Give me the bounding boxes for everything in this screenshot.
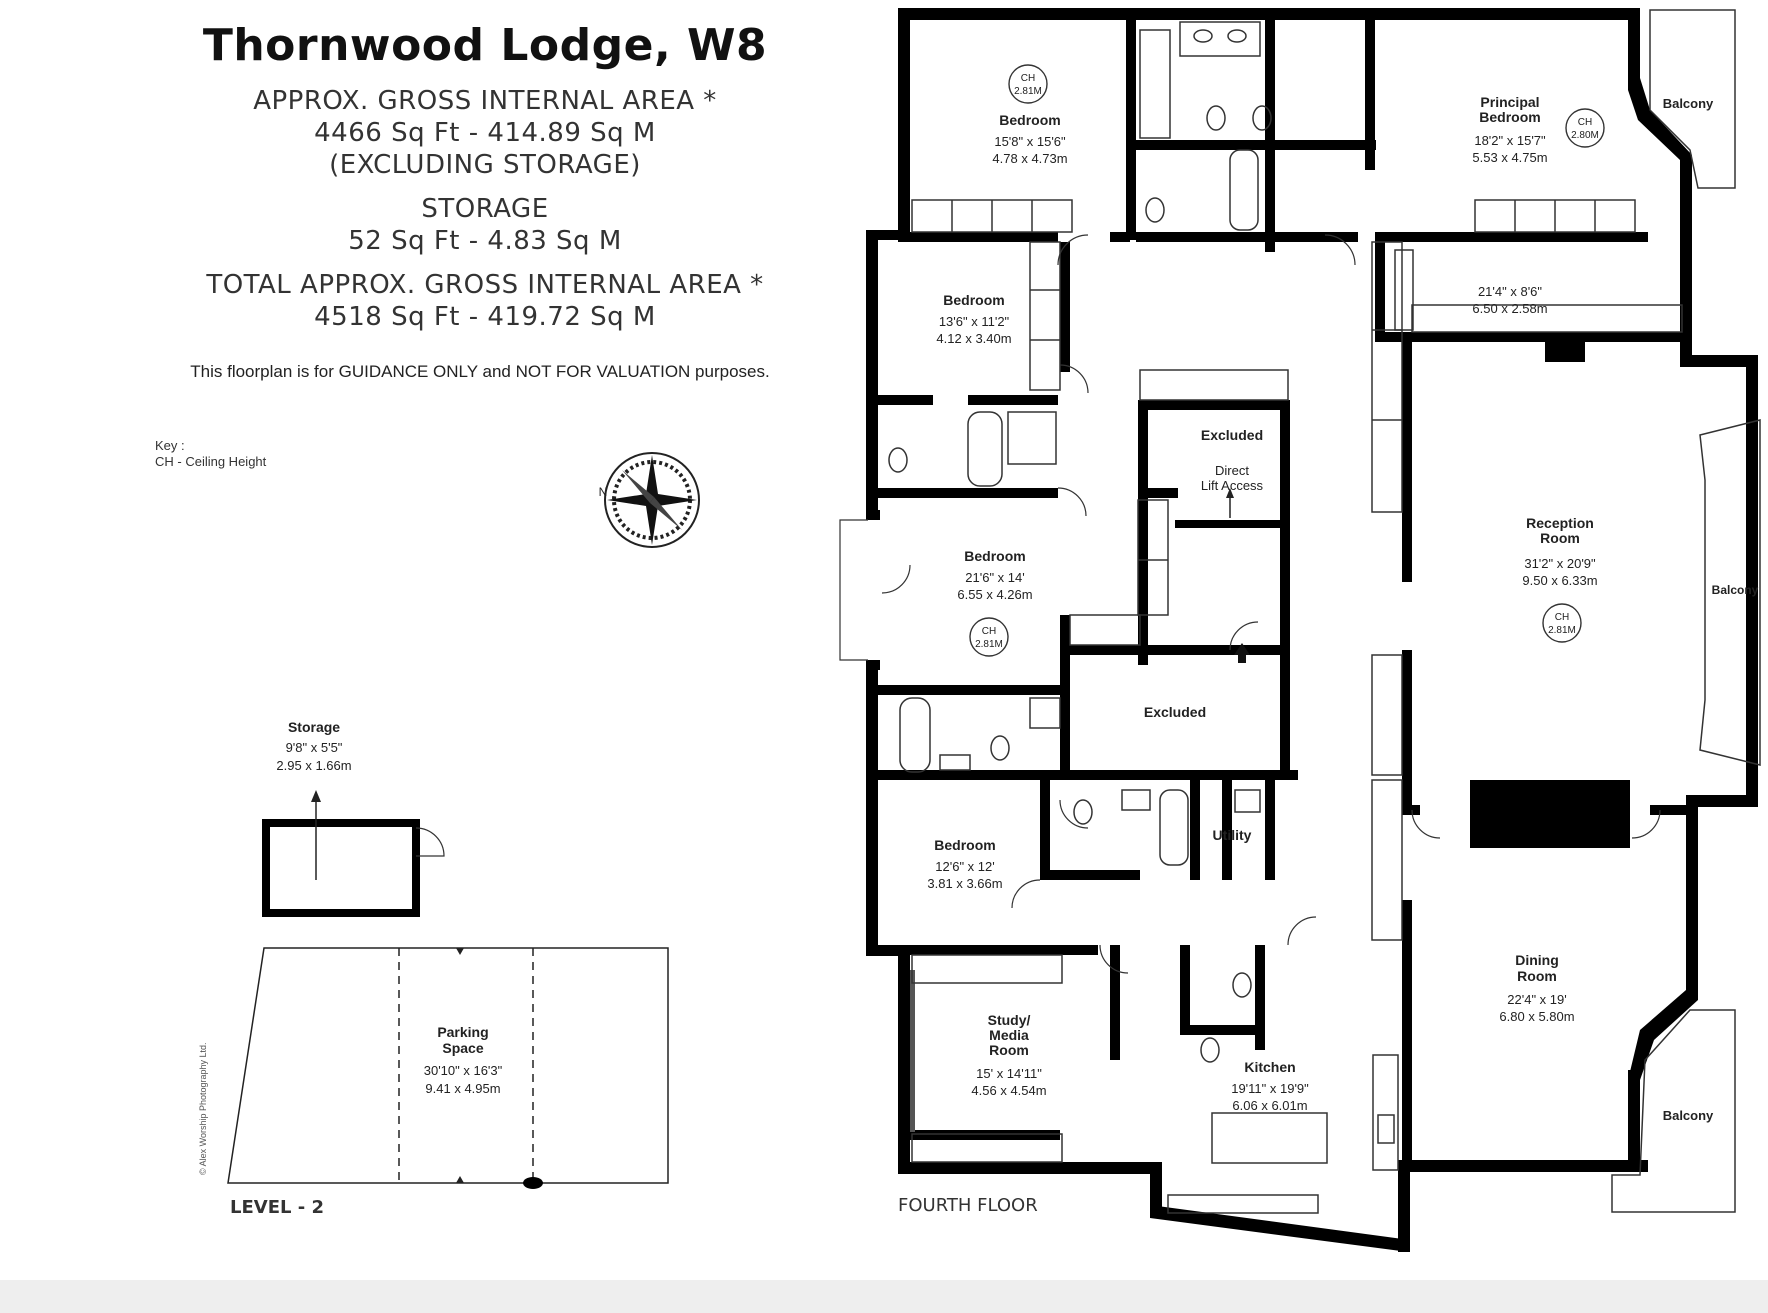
svg-text:CH: CH bbox=[1578, 117, 1592, 128]
room-name-utility: Utility bbox=[1213, 827, 1252, 843]
room-metric-kitchen: 6.06 x 6.01m bbox=[1232, 1098, 1307, 1113]
room-name-storage: Storage bbox=[288, 719, 340, 735]
room-imperial-parking: 30'10" x 16'3" bbox=[424, 1063, 503, 1078]
room-imperial-study: 15' x 14'11" bbox=[976, 1066, 1042, 1081]
lift-text-1: Direct bbox=[1215, 463, 1249, 478]
gia-value: 4466 Sq Ft - 414.89 Sq M bbox=[314, 118, 656, 148]
svg-text:CH: CH bbox=[1555, 612, 1569, 623]
parking-plan bbox=[227, 947, 669, 1189]
room-name-principal-2: Bedroom bbox=[1479, 109, 1540, 125]
room-name-dining-2: Room bbox=[1517, 968, 1557, 984]
key-legend: Key : CH - Ceiling Height bbox=[155, 438, 266, 470]
floor-plan: .t { font-family:"Liberation Sans", sans… bbox=[198, 8, 1761, 1252]
level-label: LEVEL - 2 bbox=[230, 1197, 324, 1218]
room-imperial-reception: 31'2" x 20'9" bbox=[1524, 556, 1596, 571]
balcony-label-right: Balcony bbox=[1712, 583, 1759, 597]
storage-label: STORAGE bbox=[421, 194, 549, 224]
room-imperial-principal: 18'2" x 15'7" bbox=[1474, 133, 1546, 148]
room-name-reception-2: Room bbox=[1540, 530, 1580, 546]
storage-value: 52 Sq Ft - 4.83 Sq M bbox=[348, 226, 622, 256]
storage-plan bbox=[262, 790, 445, 917]
room-name-excluded-lift: Excluded bbox=[1201, 427, 1263, 443]
svg-text:N: N bbox=[599, 485, 608, 499]
ch-badge-bedroom3: CH 2.81M bbox=[969, 617, 1009, 657]
room-imperial-bedroom2: 13'6" x 11'2" bbox=[939, 314, 1010, 329]
room-imperial-dressing: 21'4" x 8'6" bbox=[1478, 284, 1542, 299]
room-name-parking-2: Space bbox=[442, 1040, 483, 1056]
disclaimer: This floorplan is for GUIDANCE ONLY and … bbox=[190, 362, 770, 381]
total-label: TOTAL APPROX. GROSS INTERNAL AREA * bbox=[206, 270, 764, 300]
room-name-study-3: Room bbox=[989, 1042, 1029, 1058]
fourth-floor-walls bbox=[866, 8, 1758, 1252]
header: Thornwood Lodge, W8 APPROX. GROSS INTERN… bbox=[60, 20, 910, 333]
room-metric-bedroom2: 4.12 x 3.40m bbox=[936, 331, 1011, 346]
balcony-label-top: Balcony bbox=[1663, 96, 1714, 111]
room-name-kitchen: Kitchen bbox=[1244, 1059, 1295, 1075]
room-name-dining-1: Dining bbox=[1515, 952, 1559, 968]
internal-walls bbox=[878, 20, 1690, 1170]
key-ch: CH - Ceiling Height bbox=[155, 454, 267, 469]
room-name-bedroom4: Bedroom bbox=[934, 837, 995, 853]
room-imperial-bedroom4: 12'6" x 12' bbox=[935, 859, 994, 874]
footer-bar bbox=[0, 1280, 1768, 1313]
lift-text-2: Lift Access bbox=[1201, 478, 1264, 493]
compass-icon: N bbox=[599, 452, 700, 548]
room-imperial-kitchen: 19'11" x 19'9" bbox=[1231, 1081, 1309, 1096]
room-metric-bedroom4: 3.81 x 3.66m bbox=[927, 876, 1002, 891]
room-name-study-2: Media bbox=[989, 1027, 1029, 1043]
room-metric-bedroom1: 4.78 x 4.73m bbox=[992, 151, 1067, 166]
svg-text:2.81M: 2.81M bbox=[975, 639, 1003, 650]
ch-badge-principal: CH 2.80M bbox=[1565, 108, 1605, 148]
svg-text:2.81M: 2.81M bbox=[1548, 625, 1576, 636]
balcony-top-right bbox=[1649, 9, 1736, 189]
room-name-bedroom2: Bedroom bbox=[943, 292, 1004, 308]
balcony-bottom-right bbox=[1611, 1009, 1736, 1213]
fixtures bbox=[839, 21, 1683, 1214]
room-metric-parking: 9.41 x 4.95m bbox=[425, 1081, 500, 1096]
room-imperial-storage: 9'8" x 5'5" bbox=[286, 740, 343, 755]
room-imperial-bedroom1: 15'8" x 15'6" bbox=[994, 134, 1066, 149]
svg-text:CH: CH bbox=[1021, 73, 1035, 84]
room-imperial-dining: 22'4" x 19' bbox=[1507, 992, 1566, 1007]
room-name-reception-1: Reception bbox=[1526, 515, 1594, 531]
key-heading: Key : bbox=[155, 438, 185, 453]
ch-badge-bedroom1: CH 2.81M bbox=[1008, 64, 1048, 104]
room-name-study-1: Study/ bbox=[988, 1012, 1031, 1028]
room-name-excluded: Excluded bbox=[1144, 704, 1206, 720]
room-metric-dining: 6.80 x 5.80m bbox=[1499, 1009, 1574, 1024]
credit-text: © Alex Worship Photography Ltd. bbox=[198, 1042, 208, 1175]
balcony-right bbox=[1699, 419, 1761, 766]
room-metric-dressing: 6.50 x 2.58m bbox=[1472, 301, 1547, 316]
page-title: Thornwood Lodge, W8 bbox=[202, 20, 768, 71]
total-value: 4518 Sq Ft - 419.72 Sq M bbox=[314, 302, 656, 332]
fourth-floor-label: FOURTH FLOOR bbox=[898, 1195, 1038, 1216]
svg-text:CH: CH bbox=[982, 626, 996, 637]
svg-text:2.81M: 2.81M bbox=[1014, 86, 1042, 97]
room-metric-study: 4.56 x 4.54m bbox=[971, 1083, 1046, 1098]
room-name-bedroom1: Bedroom bbox=[999, 112, 1060, 128]
room-metric-bedroom3: 6.55 x 4.26m bbox=[957, 587, 1032, 602]
room-name-bedroom3: Bedroom bbox=[964, 548, 1025, 564]
room-imperial-bedroom3: 21'6" x 14' bbox=[965, 570, 1024, 585]
gia-label: APPROX. GROSS INTERNAL AREA * bbox=[253, 86, 717, 116]
gia-note: (EXCLUDING STORAGE) bbox=[329, 150, 641, 180]
room-metric-reception: 9.50 x 6.33m bbox=[1522, 573, 1597, 588]
svg-text:2.80M: 2.80M bbox=[1571, 130, 1599, 141]
room-name-parking-1: Parking bbox=[437, 1024, 488, 1040]
ch-badge-reception: CH 2.81M bbox=[1542, 603, 1582, 643]
room-name-principal-1: Principal bbox=[1480, 94, 1539, 110]
room-metric-principal: 5.53 x 4.75m bbox=[1472, 150, 1547, 165]
room-metric-storage: 2.95 x 1.66m bbox=[276, 758, 351, 773]
balcony-label-bottom: Balcony bbox=[1663, 1108, 1714, 1123]
